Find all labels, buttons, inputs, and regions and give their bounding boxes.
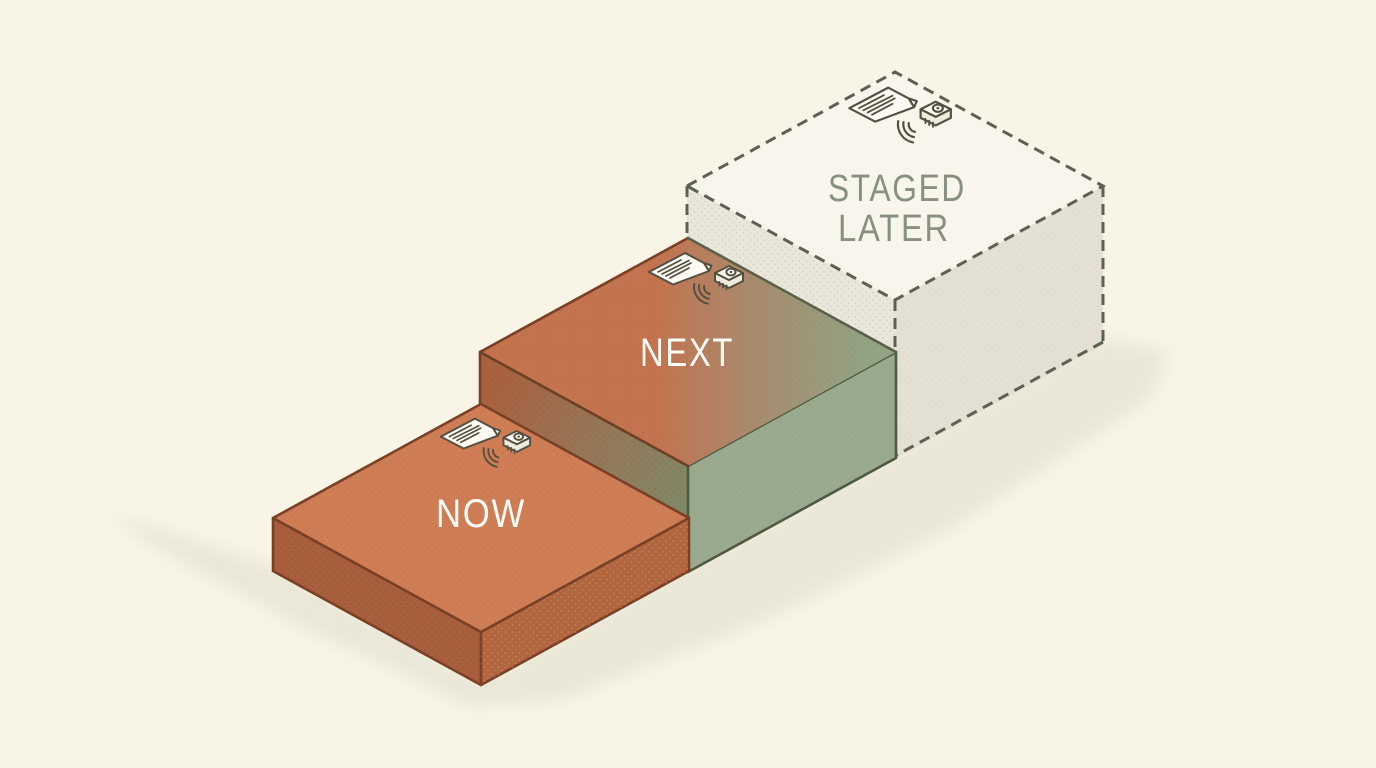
now-label: NOW xyxy=(436,492,526,536)
next-label: NEXT xyxy=(640,331,734,375)
staged-later-label-line2: LATER xyxy=(838,208,950,250)
next-top-right-edge xyxy=(686,236,898,354)
staged-later-label-line1: STAGED xyxy=(828,168,966,210)
